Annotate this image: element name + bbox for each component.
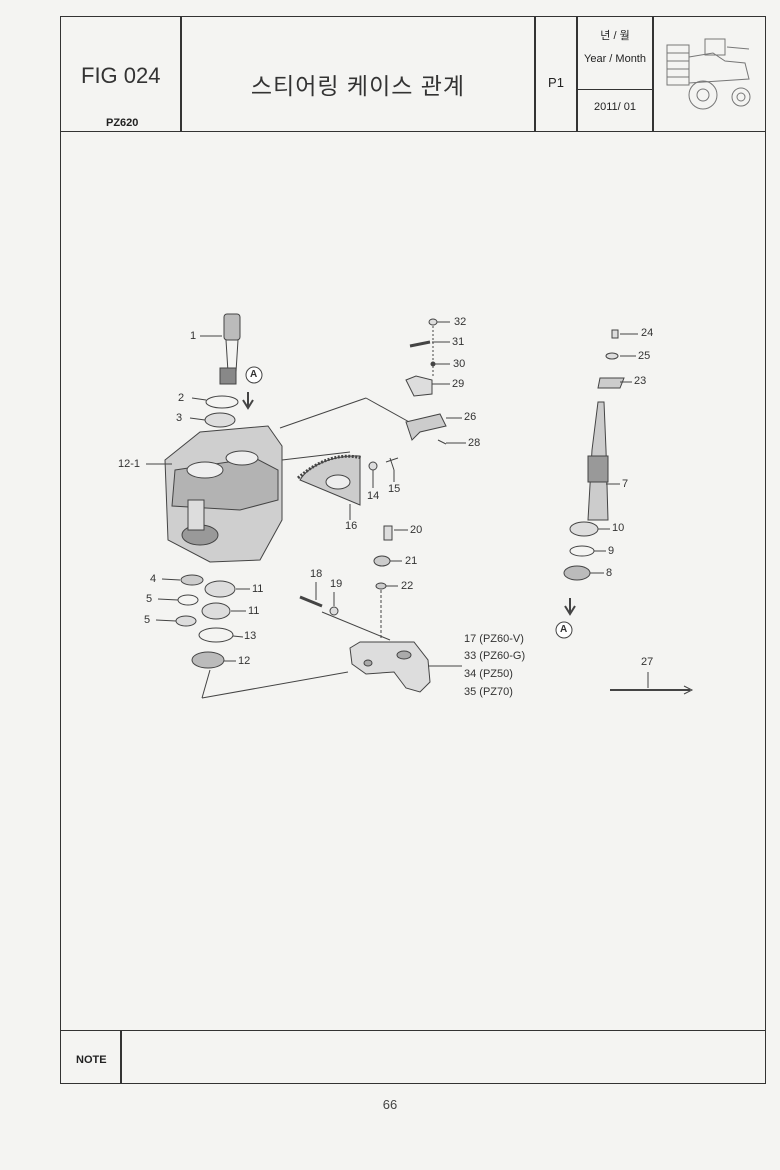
parts-diagram [146,313,694,699]
callout-label: 22 [401,580,414,592]
callout-label: 31 [452,336,465,348]
callout-label: 7 [622,478,629,490]
callout-label: 5 [146,593,153,605]
fig-number: FIG 024 [81,63,161,88]
view-marker-a: A [250,369,258,380]
date-label-en: Year / Month [584,53,646,65]
callout-label: 8 [606,567,613,579]
callout-label: 29 [452,378,465,390]
fig-cell: FIG 024 PZ620 [60,16,182,132]
date-value: 2011/ 01 [593,101,636,113]
date-label-ko: 년 / 월 [600,30,630,42]
note-field [120,1030,766,1084]
variant-label: 33 (PZ60-G) [464,650,526,662]
callout-label: 9 [608,545,615,557]
callout-label: 4 [150,573,157,585]
callout-label: 20 [410,524,423,536]
variant-label: 17 (PZ60-V) [464,633,524,645]
callout-label: 12-1 [118,458,141,470]
page-number: 66 [382,1097,398,1112]
callout-label: 30 [453,358,466,370]
model-code: PZ620 [106,117,139,129]
callout-label: 10 [612,522,625,534]
callout-label: 25 [638,350,651,362]
page-code: P1 [548,75,564,90]
callout-label: 12 [238,655,251,667]
callout-label: 11 [248,605,260,617]
callout-label: 27 [641,656,654,668]
note-label: NOTE [76,1054,107,1066]
callout-label: 23 [634,375,647,387]
callout-label: 26 [464,411,477,423]
view-marker-a: A [560,624,568,635]
callout-label: 15 [388,483,401,495]
callout-label: 14 [367,490,380,502]
logo-cell [652,16,766,132]
title-cell: 스티어링 케이스 관계 [180,16,536,132]
callout-label: 1 [190,330,197,342]
callout-label: 19 [330,578,343,590]
page-code-cell: P1 [534,16,578,132]
callout-label: 2 [178,392,185,404]
callout-label: 5 [144,614,151,626]
variant-label: 35 (PZ70) [464,686,513,698]
callout-label: 32 [454,316,467,328]
page-title: 스티어링 케이스 관계 [250,73,466,99]
callout-label: 3 [176,412,183,424]
date-cell: 년 / 월 Year / Month 2011/ 01 [576,16,654,132]
callout-label: 13 [244,630,257,642]
callout-label: 11 [252,583,264,595]
tractor-logo [666,38,751,110]
callout-label: 16 [345,520,358,532]
callout-label: 28 [468,437,481,449]
callout-label: 18 [310,568,323,580]
note-label-cell [60,1030,122,1084]
variant-label: 34 (PZ50) [464,668,513,680]
callout-label: 24 [641,327,654,339]
callout-label: 21 [405,555,418,567]
header: FIG 024 PZ620 스티어링 케이스 관계 P1 년 / 월 Year … [60,16,766,132]
